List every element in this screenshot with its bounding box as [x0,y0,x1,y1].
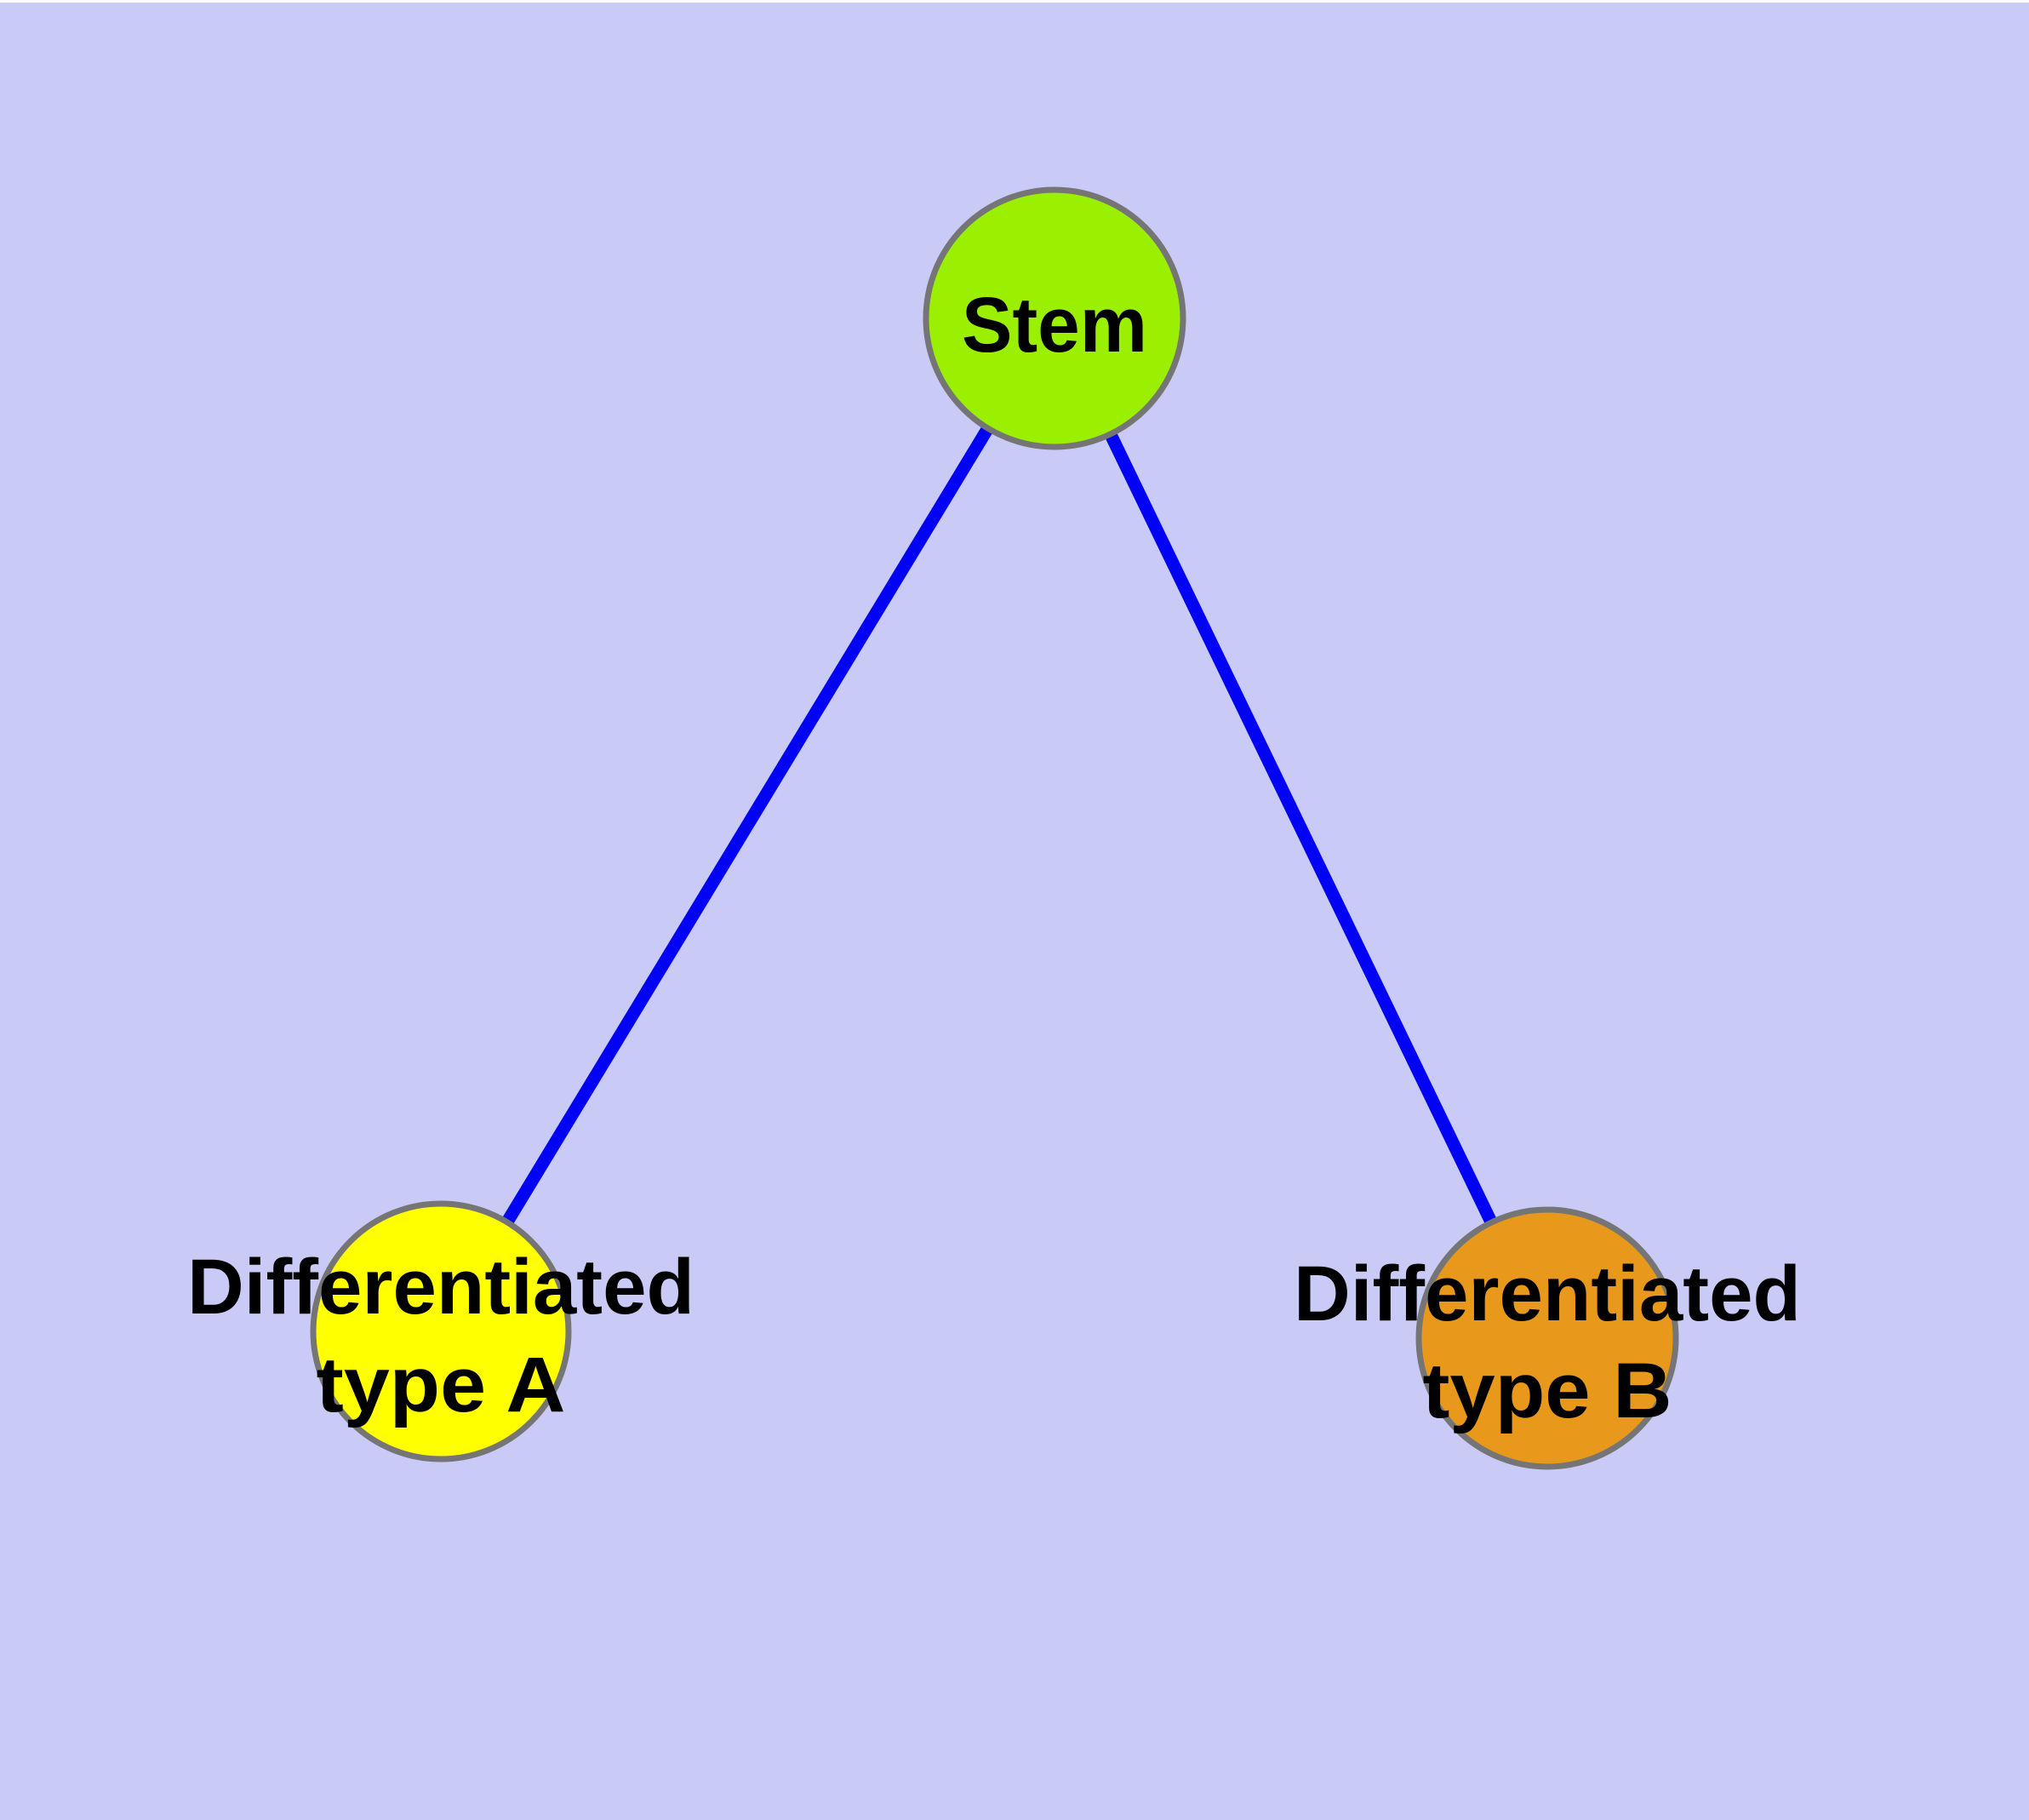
node-type-b-label-line2: type B [1423,1348,1672,1434]
node-differentiated-type-b: Differentiated type B [1294,1206,1801,1470]
node-stem-label: Stem [962,282,1147,369]
edge-stem-to-type-b [1049,315,1553,1342]
node-type-a-circle [310,1200,572,1462]
node-type-a-label-line2: type A [317,1342,566,1428]
node-stem-circle [923,186,1186,450]
edge-stem-to-type-a [435,315,1060,1335]
node-stem: Stem [923,186,1186,450]
node-type-b-label-line1: Differentiated [1294,1251,1801,1337]
node-type-b-circle [1415,1206,1679,1470]
top-margin-strip [0,0,2029,3]
node-differentiated-type-a: Differentiated type A [187,1200,694,1462]
node-type-a-label-line1: Differentiated [187,1244,694,1331]
